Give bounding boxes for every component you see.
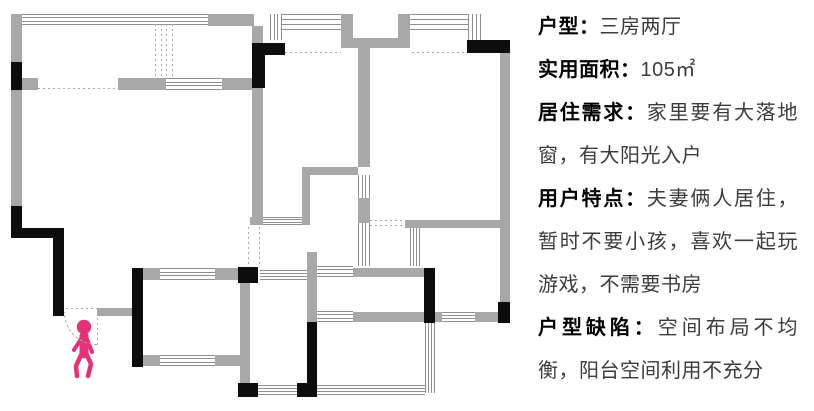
load-bearing-wall (11, 206, 22, 238)
description-panel: 户型：三房两厅 实用面积：105㎡ 居住需求：家里要有大落地窗，有大阳光入户 用… (538, 6, 798, 393)
wall-segment (118, 78, 166, 90)
window (317, 311, 353, 322)
info-label: 居住需求： (538, 102, 647, 124)
wall-segment (358, 197, 370, 224)
window (425, 323, 435, 393)
window (317, 266, 353, 277)
wall-segment (475, 312, 500, 322)
window (160, 268, 215, 280)
load-bearing-wall (424, 268, 435, 323)
window (22, 14, 208, 25)
wall-segment (341, 14, 353, 40)
window (468, 14, 481, 40)
wall-segment (341, 38, 410, 48)
wall-segment (405, 220, 500, 228)
info-text: 105㎡ (640, 59, 696, 81)
wall-segment (240, 281, 250, 385)
window (260, 270, 307, 280)
load-bearing-wall (132, 268, 143, 367)
info-label: 户型： (538, 16, 600, 38)
wall-segment (435, 312, 442, 322)
wall-segment (398, 14, 410, 40)
info-line: 居住需求：家里要有大落地窗，有大阳光入户 (538, 92, 798, 178)
wall-segment (97, 308, 132, 316)
load-bearing-wall (11, 228, 64, 238)
window (442, 312, 475, 322)
window (166, 78, 222, 90)
info-text: 家里要有大落地窗，有大阳光入户 (538, 102, 799, 167)
wall-segment (11, 14, 22, 62)
wall-segment (353, 312, 425, 322)
window (282, 14, 341, 30)
dashed-line (161, 24, 162, 78)
window (270, 14, 282, 40)
window (410, 228, 420, 266)
window (358, 175, 370, 198)
dashed-line (155, 24, 156, 78)
window (263, 217, 302, 225)
dashed-line (259, 227, 260, 267)
wall-segment (302, 167, 358, 175)
wall-segment (208, 14, 254, 26)
dashed-line (370, 220, 406, 221)
info-label: 户型缺陷： (538, 317, 658, 339)
dashed-line (172, 24, 173, 78)
load-bearing-wall (498, 302, 510, 323)
wall-segment (11, 90, 22, 206)
info-text: 夫妻俩人居住，暂时不要小孩，喜欢一起玩游戏，不需要书房 (538, 188, 799, 296)
load-bearing-wall (53, 228, 64, 316)
dashed-line (66, 308, 97, 309)
dashed-line (38, 88, 118, 89)
dashed-line (370, 225, 406, 226)
info-line: 户型缺陷：空间布局不均衡，阳台空间利用不充分 (538, 307, 798, 393)
floor-plan (11, 14, 510, 397)
wall-segment (358, 48, 370, 167)
wall-segment (22, 78, 38, 90)
window (160, 355, 215, 366)
wall-segment (143, 355, 160, 366)
load-bearing-wall (252, 43, 265, 88)
window (410, 14, 468, 30)
info-line: 户型：三房两厅 (538, 6, 798, 49)
load-bearing-wall (238, 383, 258, 397)
load-bearing-wall (307, 322, 317, 387)
dashed-line (248, 227, 249, 267)
wall-segment (222, 78, 254, 90)
wall-segment (215, 355, 240, 366)
dashed-line (412, 52, 467, 53)
dashed-line (97, 308, 98, 345)
window (317, 385, 425, 395)
window (258, 385, 297, 395)
dashed-line (166, 24, 167, 78)
info-label: 实用面积： (538, 59, 641, 81)
wall-segment (500, 53, 510, 302)
wall-segment (215, 268, 238, 280)
info-text: 空间布局不均衡，阳台空间利用不充分 (538, 317, 798, 382)
load-bearing-wall (11, 62, 22, 90)
window (358, 223, 370, 266)
info-text: 三房两厅 (599, 16, 682, 38)
dashed-line (285, 52, 341, 53)
info-line: 实用面积：105㎡ (538, 49, 798, 92)
load-bearing-wall (467, 40, 510, 53)
info-line: 用户特点：夫妻俩人居住，暂时不要小孩，喜欢一起玩游戏，不需要书房 (538, 178, 798, 307)
wall-segment (252, 88, 263, 217)
wall-segment (143, 268, 160, 280)
wall-segment (353, 268, 425, 277)
wall-segment (302, 175, 310, 225)
wall-segment (250, 217, 263, 225)
info-label: 用户特点： (538, 188, 647, 210)
load-bearing-wall (238, 267, 258, 283)
wall-segment (252, 26, 263, 43)
wall-segment (307, 252, 317, 322)
